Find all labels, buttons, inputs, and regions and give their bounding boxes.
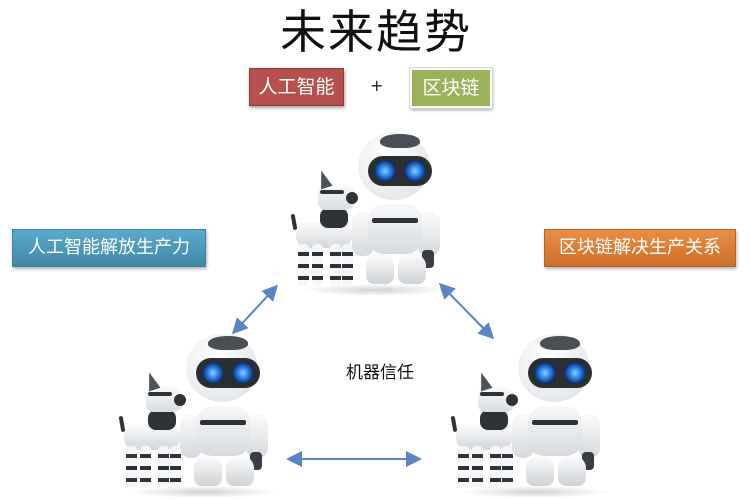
robot-icon <box>180 334 270 490</box>
double-arrow-left <box>231 284 279 335</box>
ai-tag: 人工智能 <box>249 68 344 106</box>
double-arrow-right <box>438 282 495 340</box>
robot-dog-icon <box>118 370 194 490</box>
robot-dog-icon <box>290 168 366 288</box>
page-title: 未来趋势 <box>280 5 472 59</box>
robot-dog-group-bottom-left <box>118 334 288 498</box>
robot-dog-icon <box>450 370 526 490</box>
robot-icon <box>352 132 442 288</box>
ai-liberates-productivity-label: 人工智能解放生产力 <box>12 229 206 267</box>
machine-trust-label: 机器信任 <box>346 363 414 383</box>
blockchain-production-relations-label: 区块链解决生产关系 <box>544 229 736 267</box>
robot-dog-group-top <box>290 132 460 296</box>
plus-sign: + <box>370 76 384 95</box>
robot-icon <box>512 334 602 490</box>
robot-dog-group-bottom-right <box>450 334 620 498</box>
blockchain-tag: 区块链 <box>409 67 493 109</box>
